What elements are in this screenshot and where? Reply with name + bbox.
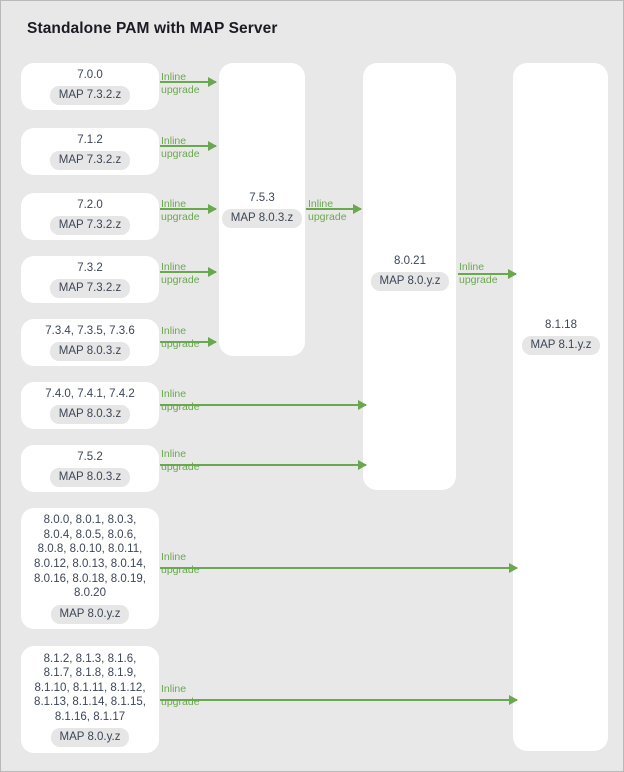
source-versions: 8.1.2, 8.1.3, 8.1.6, 8.1.7, 8.1.8, 8.1.9… bbox=[34, 652, 146, 723]
map-version-badge: MAP 8.0.3.z bbox=[49, 342, 131, 362]
source-box-712[interactable]: 7.1.2 MAP 7.3.2.z bbox=[21, 128, 159, 175]
source-box-700[interactable]: 7.0.0 MAP 7.3.2.z bbox=[21, 63, 159, 110]
source-versions: 8.0.0, 8.0.1, 8.0.3, 8.0.4, 8.0.5, 8.0.6… bbox=[34, 514, 146, 600]
target-version: 8.0.21 bbox=[394, 254, 426, 267]
arrow-732-to-753 bbox=[160, 267, 217, 277]
source-versions: 7.2.0 bbox=[77, 198, 103, 211]
arrow-label-inline-upgrade: Inline upgrade bbox=[161, 551, 200, 576]
arrow-label-inline-upgrade: Inline upgrade bbox=[161, 448, 200, 473]
source-box-720[interactable]: 7.2.0 MAP 7.3.2.z bbox=[21, 193, 159, 240]
target-node-8118[interactable]: 8.1.18 MAP 8.1.y.z bbox=[511, 313, 611, 359]
source-box-740-742[interactable]: 7.4.0, 7.4.1, 7.4.2 MAP 8.0.3.z bbox=[21, 382, 159, 429]
source-box-80x-group[interactable]: 8.0.0, 8.0.1, 8.0.3, 8.0.4, 8.0.5, 8.0.6… bbox=[21, 508, 159, 629]
map-version-badge: MAP 7.3.2.z bbox=[49, 86, 131, 106]
source-box-752[interactable]: 7.5.2 MAP 8.0.3.z bbox=[21, 445, 159, 492]
map-version-badge: MAP 7.3.2.z bbox=[49, 279, 131, 299]
source-box-81x-group[interactable]: 8.1.2, 8.1.3, 8.1.6, 8.1.7, 8.1.8, 8.1.9… bbox=[21, 646, 159, 753]
source-versions: 7.3.4, 7.3.5, 7.3.6 bbox=[45, 324, 135, 337]
source-box-732[interactable]: 7.3.2 MAP 7.3.2.z bbox=[21, 256, 159, 303]
arrow-720-to-753 bbox=[160, 204, 217, 214]
map-version-badge: MAP 8.0.y.z bbox=[370, 271, 450, 291]
arrow-700-to-753 bbox=[160, 77, 217, 87]
source-versions: 7.5.2 bbox=[77, 450, 103, 463]
map-version-badge: MAP 8.0.3.z bbox=[49, 405, 131, 425]
arrow-80x-to-8118 bbox=[160, 563, 518, 573]
lane-8118 bbox=[513, 63, 608, 751]
arrow-73x-to-753 bbox=[160, 337, 217, 347]
target-node-8021[interactable]: 8.0.21 MAP 8.0.y.z bbox=[361, 249, 459, 295]
source-box-734-736[interactable]: 7.3.4, 7.3.5, 7.3.6 MAP 8.0.3.z bbox=[21, 319, 159, 366]
arrow-81x-to-8118 bbox=[160, 695, 518, 705]
map-version-badge: MAP 8.0.3.z bbox=[221, 208, 303, 228]
source-versions: 7.3.2 bbox=[77, 261, 103, 274]
map-version-badge: MAP 8.0.3.z bbox=[49, 468, 131, 488]
arrow-753-to-8021 bbox=[306, 204, 362, 214]
arrow-752-to-8021 bbox=[160, 460, 367, 470]
map-version-badge: MAP 7.3.2.z bbox=[49, 216, 131, 236]
map-version-badge: MAP 8.1.y.z bbox=[521, 335, 601, 355]
map-version-badge: MAP 8.0.y.z bbox=[50, 604, 130, 624]
arrow-label-inline-upgrade: Inline upgrade bbox=[161, 388, 200, 413]
page-title: Standalone PAM with MAP Server bbox=[27, 20, 278, 37]
target-version: 8.1.18 bbox=[545, 318, 577, 331]
arrow-8021-to-8118 bbox=[458, 269, 517, 279]
arrow-label-inline-upgrade: Inline upgrade bbox=[161, 683, 200, 708]
arrow-74x-to-8021 bbox=[160, 400, 367, 410]
source-versions: 7.1.2 bbox=[77, 133, 103, 146]
source-versions: 7.0.0 bbox=[77, 68, 103, 81]
map-version-badge: MAP 8.0.y.z bbox=[50, 728, 130, 748]
target-version: 7.5.3 bbox=[249, 191, 275, 204]
map-version-badge: MAP 7.3.2.z bbox=[49, 151, 131, 171]
arrow-712-to-753 bbox=[160, 141, 217, 151]
source-versions: 7.4.0, 7.4.1, 7.4.2 bbox=[45, 387, 135, 400]
target-node-753[interactable]: 7.5.3 MAP 8.0.3.z bbox=[214, 186, 310, 232]
